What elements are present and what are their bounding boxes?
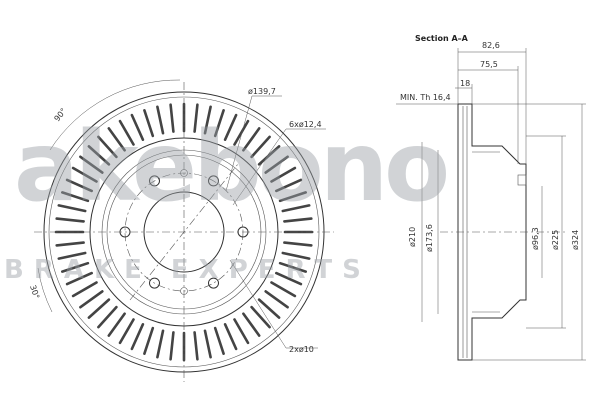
- vent-slot: [270, 281, 297, 298]
- aux-holes-label: 2xø10: [289, 345, 314, 354]
- vent-slot: [281, 204, 311, 213]
- vent-slot: [257, 298, 281, 319]
- vent-slot: [213, 326, 225, 356]
- vent-slot: [143, 326, 155, 356]
- vent-slot: [213, 109, 225, 138]
- vent-slot: [97, 135, 118, 159]
- vent-slot: [278, 261, 308, 273]
- vent-slot: [87, 145, 111, 166]
- vent-slots: [54, 102, 314, 362]
- dim-18-label: 18: [460, 79, 470, 88]
- vent-slot: [55, 241, 85, 247]
- vent-slot: [143, 109, 155, 138]
- vent-slot: [274, 178, 303, 193]
- vent-slot: [223, 322, 238, 351]
- front-view: ø139,7 6xø12,4 2xø10 90° 30°: [28, 79, 334, 382]
- vent-slot: [223, 113, 238, 141]
- vent-slot: [250, 305, 271, 329]
- bolt-holes-label: 6xø12,4: [289, 120, 322, 129]
- dim-75-label: 75,5: [480, 60, 498, 69]
- vent-slot: [264, 290, 289, 309]
- vent-slot: [283, 241, 313, 247]
- bolt-hole-leader: [232, 128, 287, 206]
- bolt-hole: [208, 277, 219, 289]
- section-cut-line: [129, 163, 239, 301]
- angle-30-label: 30°: [28, 284, 41, 300]
- vent-slot: [57, 251, 87, 260]
- vent-slot: [203, 105, 212, 135]
- vent-slot: [283, 217, 313, 223]
- vent-slot: [193, 331, 199, 361]
- angle-arc-30: [37, 267, 53, 313]
- vent-slot: [55, 217, 85, 223]
- vent-slot: [130, 113, 145, 141]
- vent-slot: [281, 251, 311, 260]
- vent-slot: [60, 191, 90, 203]
- vent-slot: [65, 178, 93, 193]
- vent-slot: [71, 166, 98, 183]
- bolt-hole: [149, 175, 160, 187]
- vent-slot: [79, 290, 104, 309]
- vent-slot: [274, 271, 303, 286]
- vent-slot: [242, 312, 261, 337]
- dim-324-label: ø324: [571, 230, 580, 250]
- vent-slot: [270, 166, 297, 183]
- watermark-tagline: BRAKE EXPERTS: [4, 255, 371, 285]
- vent-slot: [233, 318, 250, 345]
- vent-slot: [71, 281, 98, 298]
- center-bore: [143, 191, 225, 273]
- vent-slot: [169, 331, 175, 361]
- pcd-leader: [225, 95, 253, 192]
- watermark-brand: akebono: [14, 111, 446, 223]
- vent-slot: [264, 155, 289, 174]
- vent-slot: [65, 271, 93, 286]
- vent-slot: [169, 103, 175, 133]
- dim-225-label: ø225: [551, 230, 560, 250]
- vent-slot: [193, 103, 199, 133]
- vent-slot: [257, 145, 281, 166]
- dim-173-label: ø173,6: [425, 224, 434, 252]
- vent-slot: [107, 312, 126, 337]
- vent-slot: [87, 298, 111, 319]
- dim-210-label: ø210: [408, 227, 417, 247]
- min-thickness-label: MIN. Th 16,4: [400, 93, 451, 102]
- angle-arc-90: [49, 79, 181, 151]
- vent-slot: [118, 318, 135, 345]
- watermark: akebono BRAKE EXPERTS: [4, 111, 450, 285]
- vent-slot: [242, 127, 261, 152]
- section-title: Section A–A: [415, 34, 469, 43]
- bolt-hole: [208, 175, 219, 187]
- vent-slot: [233, 119, 250, 146]
- vent-slot: [107, 127, 126, 152]
- vent-slot: [156, 105, 165, 135]
- dim-96-label: ø96,3: [531, 227, 540, 250]
- vent-slot: [60, 261, 90, 273]
- aux-hole-leader: [229, 259, 287, 349]
- vent-slot: [250, 135, 271, 159]
- vent-slot: [278, 191, 308, 203]
- vent-slot: [156, 329, 165, 359]
- vent-slot: [79, 155, 104, 174]
- vent-slot: [118, 119, 135, 146]
- section-view: Section A–A 82,6 75,5 18 MIN. Th 16,4 ø2: [396, 34, 586, 361]
- pcd-label: ø139,7: [248, 87, 276, 96]
- vent-slot: [203, 329, 212, 359]
- dim-82-label: 82,6: [482, 41, 500, 50]
- vent-slot: [97, 305, 118, 329]
- vent-slot: [57, 204, 87, 213]
- vent-slot: [130, 322, 145, 351]
- bolt-hole: [149, 277, 160, 289]
- hub-bore-mark: [517, 174, 527, 186]
